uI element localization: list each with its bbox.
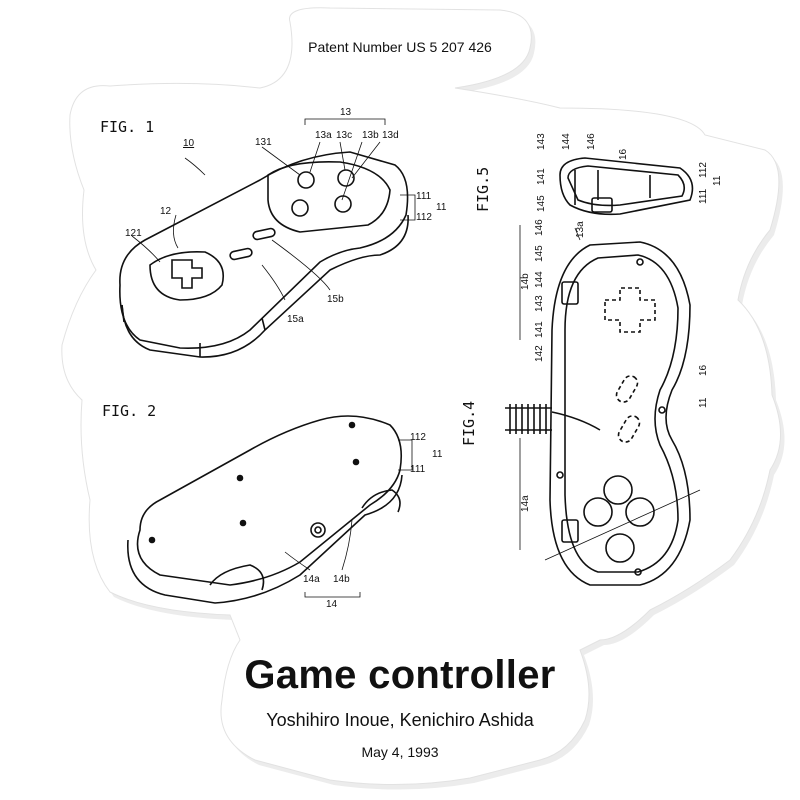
ref-14a: 14a — [303, 574, 320, 585]
ref-13a: 13a — [315, 130, 332, 141]
ref-143-f5: 143 — [536, 133, 547, 150]
ref-13d: 13d — [382, 130, 399, 141]
ref-14b-f4: 14b — [520, 273, 531, 290]
ref-11: 11 — [436, 202, 447, 213]
ref-16-f5: 16 — [618, 148, 629, 160]
ref-146-f5: 146 — [586, 133, 597, 150]
ref-11-f4: 11 — [698, 397, 709, 408]
fig4-refs: 146 145 144 143 141 142 14b 16 11 14a — [520, 219, 709, 512]
page-title: Game controller — [244, 653, 556, 697]
ref-13a-f5: 13a — [575, 221, 586, 238]
ref-14b: 14b — [333, 574, 350, 585]
ref-145-f4: 145 — [534, 245, 545, 262]
fig2-label: FIG. 2 — [102, 402, 156, 420]
ref-141-f5: 141 — [536, 168, 547, 185]
inventors: Yoshihiro Inoue, Kenichiro Ashida — [266, 710, 534, 730]
fig4-label: FIG.4 — [460, 401, 478, 446]
ref-112-f5: 112 — [698, 162, 709, 178]
ref-111-f5: 111 — [698, 188, 709, 204]
ref-13: 13 — [340, 107, 352, 118]
ref-143-f4: 143 — [534, 295, 545, 312]
ref-15b: 15b — [327, 294, 344, 305]
ref-142-f4: 142 — [534, 345, 545, 362]
fig2-drawing — [127, 415, 403, 604]
fig4-leaders — [519, 225, 701, 561]
fig5-drawing — [559, 157, 694, 216]
ref-111: 111 — [416, 191, 432, 202]
fig5-label: FIG.5 — [474, 167, 492, 212]
ref-112: 112 — [416, 212, 432, 223]
ref-10: 10 — [183, 138, 195, 149]
ref-13c: 13c — [336, 130, 352, 141]
ref-121: 121 — [125, 228, 142, 239]
ref-11-f5: 11 — [712, 175, 723, 186]
fig1-drawing — [119, 151, 409, 358]
ref-144-f4: 144 — [534, 271, 545, 288]
fig1-refs: 10 13 13a 13c 13b 13d 131 12 121 111 112… — [125, 107, 447, 325]
ref-112-f2: 112 — [410, 432, 426, 443]
patent-date: May 4, 1993 — [361, 744, 439, 760]
ref-13b: 13b — [362, 130, 379, 141]
ref-14a-f4: 14a — [520, 495, 531, 512]
ref-145-f5: 145 — [536, 195, 547, 212]
patent-number: Patent Number US 5 207 426 — [308, 39, 492, 55]
fig1-label: FIG. 1 — [100, 118, 154, 136]
ref-14: 14 — [326, 599, 338, 610]
fig2-leaders — [284, 439, 413, 598]
sticker-shape — [61, 7, 785, 790]
ref-131: 131 — [255, 137, 272, 148]
ref-11-f2: 11 — [432, 449, 443, 460]
ref-15a: 15a — [287, 314, 304, 325]
ref-12: 12 — [160, 206, 172, 217]
fig5-refs: 143 144 146 16 141 145 112 111 11 13a — [536, 133, 723, 238]
ref-141-f4: 141 — [534, 321, 545, 338]
ref-16-f4: 16 — [698, 364, 709, 376]
figure-labels: FIG. 1 FIG. 2 FIG.5 FIG.4 — [100, 118, 492, 446]
fig2-refs: 112 11 111 14a 14b 14 — [303, 432, 443, 610]
ref-146-f4: 146 — [534, 219, 545, 236]
fig1-leaders — [131, 118, 416, 301]
ref-111-f2: 111 — [410, 464, 426, 475]
ref-144-f5: 144 — [561, 133, 572, 150]
fig4-drawing — [505, 241, 691, 586]
